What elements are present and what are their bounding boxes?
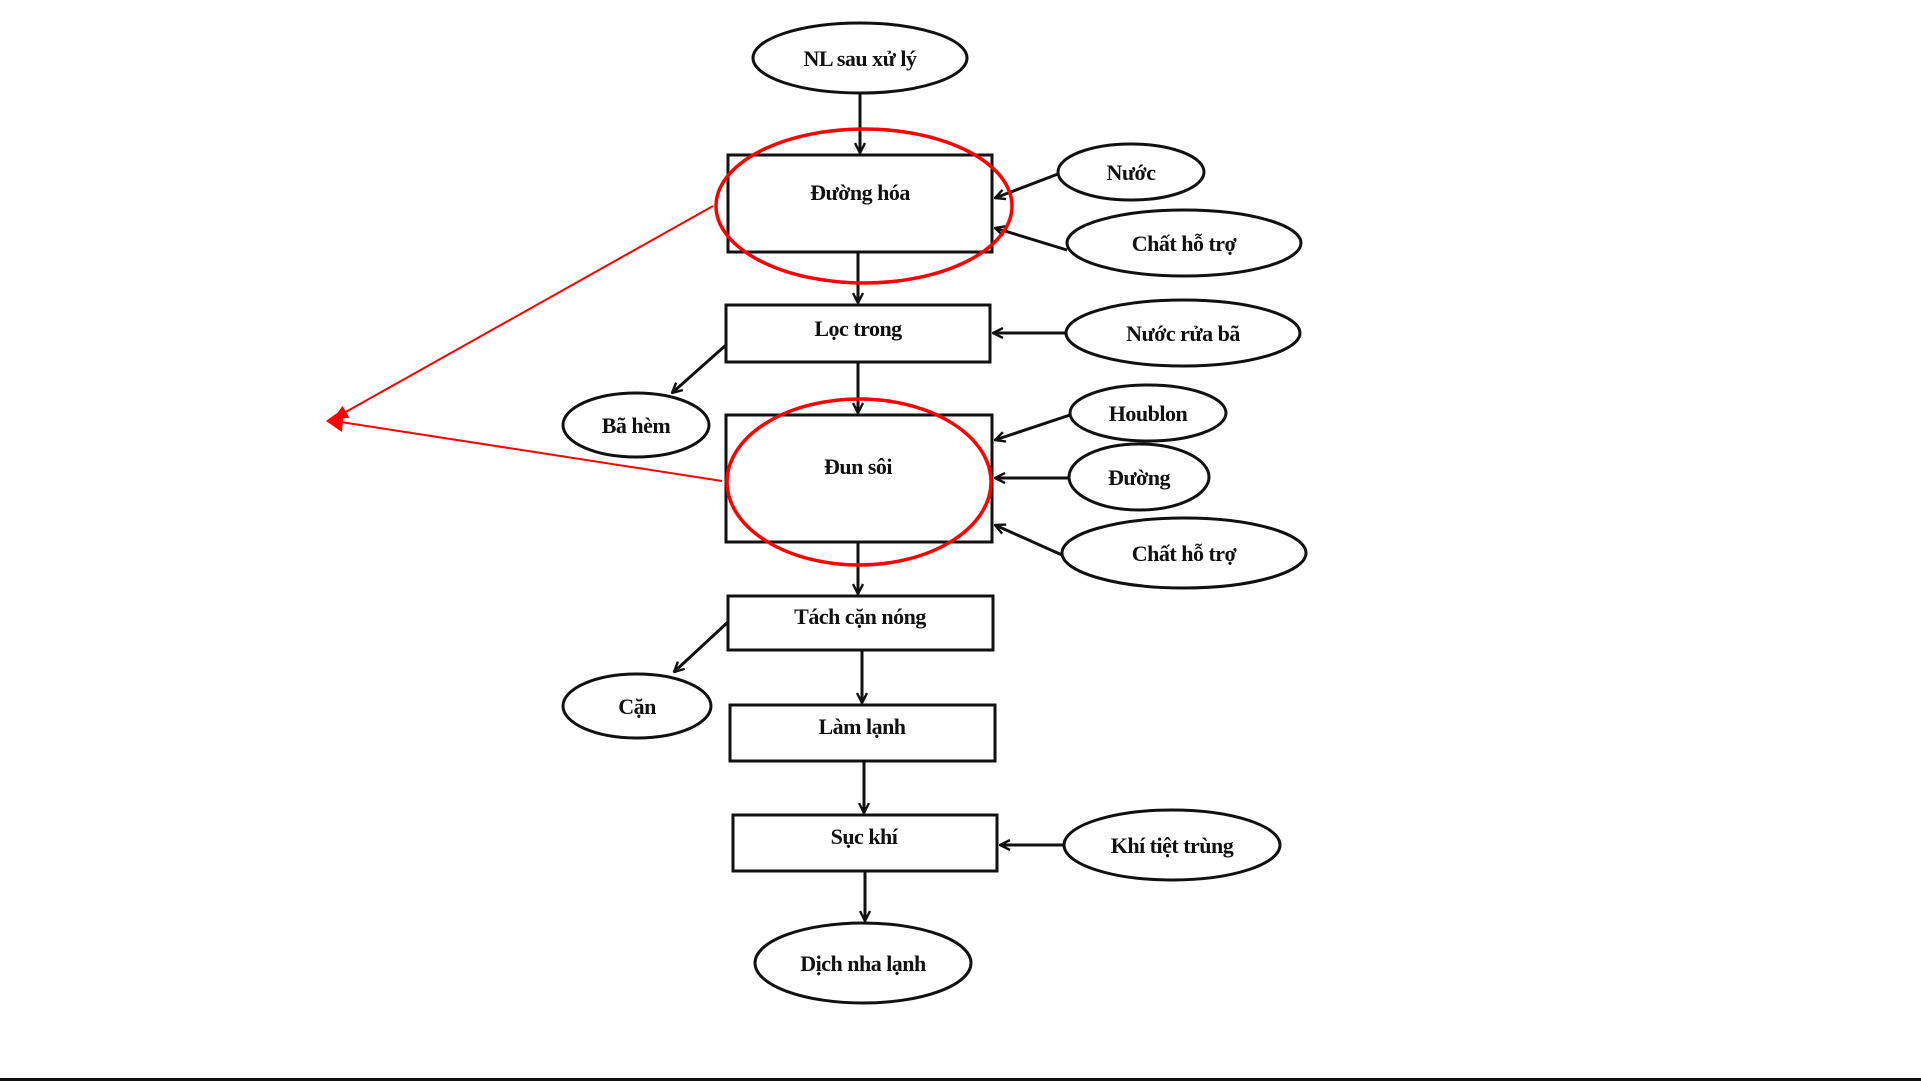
highlight-circle-duong-hoa bbox=[714, 127, 1014, 285]
node-label: Đường hóa bbox=[810, 180, 910, 205]
node-dich-nha-lanh: Dịch nha lạnh bbox=[753, 921, 973, 1005]
node-label: Nước bbox=[1106, 160, 1156, 185]
highlight-annotations bbox=[326, 127, 1014, 567]
node-label: Nước rửa bã bbox=[1126, 321, 1240, 346]
node-label: Dịch nha lạnh bbox=[800, 951, 926, 976]
edge-chat-ho-tro-2-to-dun-soi bbox=[995, 525, 1063, 557]
node-label: Đun sôi bbox=[824, 454, 892, 479]
bottom-border bbox=[0, 1078, 1921, 1081]
node-label: Tách cặn nóng bbox=[794, 604, 926, 629]
red-arrowhead-icon bbox=[326, 408, 344, 432]
edge-houblon-to-dun-soi bbox=[995, 413, 1071, 440]
node-chat-ho-tro-1: Chất hỗ trợ bbox=[1065, 208, 1303, 278]
node-label: Lọc trong bbox=[814, 316, 902, 341]
node-lam-lanh: Làm lạnh bbox=[728, 703, 997, 763]
node-label: Chất hỗ trợ bbox=[1132, 541, 1238, 566]
node-label: Chất hỗ trợ bbox=[1132, 231, 1238, 256]
node-nuoc: Nước bbox=[1056, 142, 1206, 202]
red-pointer-line-lower bbox=[333, 420, 723, 482]
edge-loc-trong-to-ba-hem bbox=[672, 343, 727, 393]
node-label: Cặn bbox=[618, 694, 656, 719]
node-khi-tiet-trung: Khí tiệt trùng bbox=[1062, 808, 1282, 882]
node-label: NL sau xử lý bbox=[804, 46, 917, 71]
node-tach-can-nong: Tách cặn nóng bbox=[726, 594, 995, 652]
node-chat-ho-tro-2: Chất hỗ trợ bbox=[1060, 516, 1308, 590]
edge-nuoc-to-duong-hoa bbox=[995, 172, 1059, 198]
node-can: Cặn bbox=[561, 672, 713, 740]
edge-tach-can-nong-to-can bbox=[674, 620, 730, 672]
red-pointer-line-upper bbox=[333, 205, 714, 419]
node-loc-trong: Lọc trong bbox=[724, 303, 992, 364]
node-label: Houblon bbox=[1109, 401, 1188, 426]
node-nuoc-rua-ba: Nước rửa bã bbox=[1064, 298, 1302, 368]
edge-chat-ho-tro-1-to-duong-hoa bbox=[995, 228, 1068, 252]
node-duong-hoa: Đường hóa bbox=[726, 153, 994, 254]
node-label: Khí tiệt trùng bbox=[1111, 833, 1234, 858]
node-houblon: Houblon bbox=[1068, 383, 1228, 443]
node-dun-soi: Đun sôi bbox=[724, 413, 994, 544]
node-duong: Đường bbox=[1067, 442, 1211, 512]
highlight-circle-dun-soi bbox=[725, 397, 993, 567]
node-label: Đường bbox=[1108, 465, 1171, 490]
node-label: Làm lạnh bbox=[818, 714, 905, 739]
node-label: Sục khí bbox=[831, 824, 899, 849]
node-ba-hem: Bã hèm bbox=[561, 391, 711, 459]
node-label: Bã hèm bbox=[602, 413, 671, 438]
edges bbox=[672, 93, 1071, 921]
node-nl-sau-xu-ly: NL sau xử lý bbox=[751, 21, 969, 95]
node-suc-khi: Sục khí bbox=[731, 813, 999, 873]
